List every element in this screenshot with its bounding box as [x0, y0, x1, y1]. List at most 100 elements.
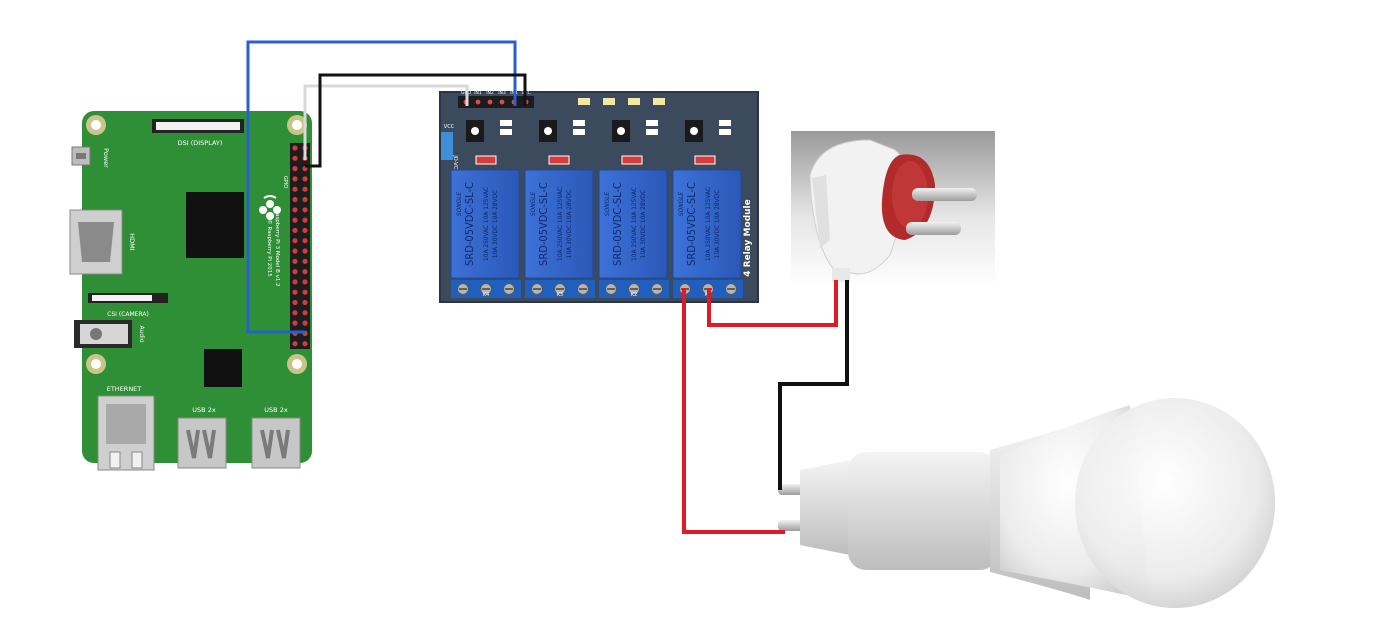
relay-rating-ac: 10A 250VAC 10A 125VAC — [556, 187, 564, 261]
gpio-pin — [302, 207, 308, 213]
wire-black-power — [305, 73, 527, 168]
smd-diode — [621, 155, 643, 165]
gpio-pin — [292, 248, 298, 254]
csi-label: CSI (CAMERA) — [107, 311, 149, 318]
gpio-pin — [302, 269, 308, 275]
relay-rating-ac: 10A 250VAC 10A 125VAC — [630, 187, 638, 261]
gpio-pin — [292, 279, 298, 285]
terminal-label: K3 — [557, 292, 563, 298]
wire-blue-signal — [246, 40, 517, 334]
gpio-pin — [292, 207, 298, 213]
gpio-pin — [302, 248, 308, 254]
dsi-label: DSI (DISPLAY) — [178, 139, 223, 147]
wire-black-bulb — [778, 280, 849, 490]
gpio-pin — [292, 196, 298, 203]
relay-brand: SONGLE — [529, 192, 537, 216]
plug-pin-bottom — [906, 222, 961, 235]
smd-resistor — [719, 120, 731, 126]
header-pin-label: IN1 — [474, 90, 482, 96]
terminal-label: K4 — [483, 292, 489, 298]
wires — [246, 40, 849, 534]
relay-rating-dc: 10A 30VDC 10A 28VDC — [491, 190, 499, 259]
relay-model: SRD-05VDC-SL-C — [685, 182, 698, 266]
smd-resistor — [500, 120, 512, 126]
relay-rating-ac: 10A 250VAC 10A 125VAC — [482, 187, 490, 261]
relay-body — [672, 169, 742, 279]
relay-brand: SONGLE — [677, 192, 685, 216]
gpio-pin — [292, 310, 298, 316]
header-pin — [475, 99, 481, 105]
smd-resistor — [573, 120, 585, 126]
status-leds — [578, 98, 665, 105]
gpio-pin — [292, 320, 298, 326]
relay-module-title: 4 Relay Module — [743, 199, 753, 277]
gpio-pin — [302, 341, 308, 347]
gpio-pin — [292, 269, 298, 275]
gpio-pin — [292, 217, 298, 223]
optocoupler-mark — [690, 127, 698, 135]
gpio-pin — [292, 238, 298, 244]
header-pin — [487, 99, 493, 105]
relay-rating-dc: 10A 30VDC 10A 28VDC — [565, 190, 573, 259]
audio-label: Audio — [138, 325, 145, 342]
pi-pcb — [82, 111, 312, 463]
gpio-pin — [302, 217, 308, 223]
smd-resistor — [646, 129, 658, 135]
gpio-pin — [292, 341, 298, 347]
gpio-pin — [302, 299, 308, 306]
bulb-base-cap — [800, 460, 850, 555]
relay-rating-dc: 10A 30VDC 10A 28VDC — [639, 190, 647, 259]
gpio-pin — [292, 258, 298, 264]
wire-red-plug — [707, 280, 838, 327]
relay-model: SRD-05VDC-SL-C — [611, 182, 624, 266]
bulb-base — [848, 452, 998, 570]
hdmi-label: HDMI — [128, 233, 136, 251]
smd-diode — [694, 155, 716, 165]
relay-input-header — [458, 96, 534, 108]
usb-controller-chip — [204, 349, 242, 387]
gpio-pin — [292, 289, 298, 295]
gpio-pin — [292, 166, 298, 172]
gpio-header — [290, 143, 310, 349]
usb-port-right — [251, 417, 301, 469]
terminal-block-k4: K4 — [451, 280, 521, 298]
relay-brand: SONGLE — [603, 192, 611, 216]
gpio-pin — [302, 320, 308, 326]
gpio-pin — [302, 310, 308, 316]
gpio-pin — [292, 155, 298, 161]
raspberry-pi-board: DSI (DISPLAY) Power HDMI Raspberry Pi 3 … — [69, 111, 312, 471]
power-label: Power — [102, 148, 110, 168]
smd-resistor — [719, 129, 731, 135]
header-pin — [499, 99, 505, 105]
mains-plug — [791, 131, 995, 287]
gpio-pin — [302, 186, 308, 192]
relay-body — [524, 169, 594, 279]
plug-pin-top — [912, 188, 977, 201]
gpio-pin — [292, 299, 298, 306]
optocoupler-mark — [544, 127, 552, 135]
gpio-pin — [302, 238, 308, 244]
gpio-pin — [302, 196, 308, 203]
optocouplers — [466, 120, 731, 165]
terminal-label: K2 — [631, 292, 637, 298]
gpio-pin — [302, 289, 308, 295]
header-pin-label: IN3 — [498, 90, 506, 96]
gpio-pin — [292, 227, 298, 233]
gpio-pin — [302, 176, 308, 182]
gpio-pin — [292, 145, 298, 151]
relay-rating-ac: 10A 250VAC 10A 125VAC — [704, 187, 712, 261]
optocoupler-mark — [471, 127, 479, 135]
gpio-pin — [302, 258, 308, 264]
usb-right-label: USB 2x — [264, 406, 288, 414]
usb-port-left — [177, 417, 227, 469]
smd-resistor — [500, 129, 512, 135]
ethernet-label: ETHERNET — [107, 385, 142, 393]
